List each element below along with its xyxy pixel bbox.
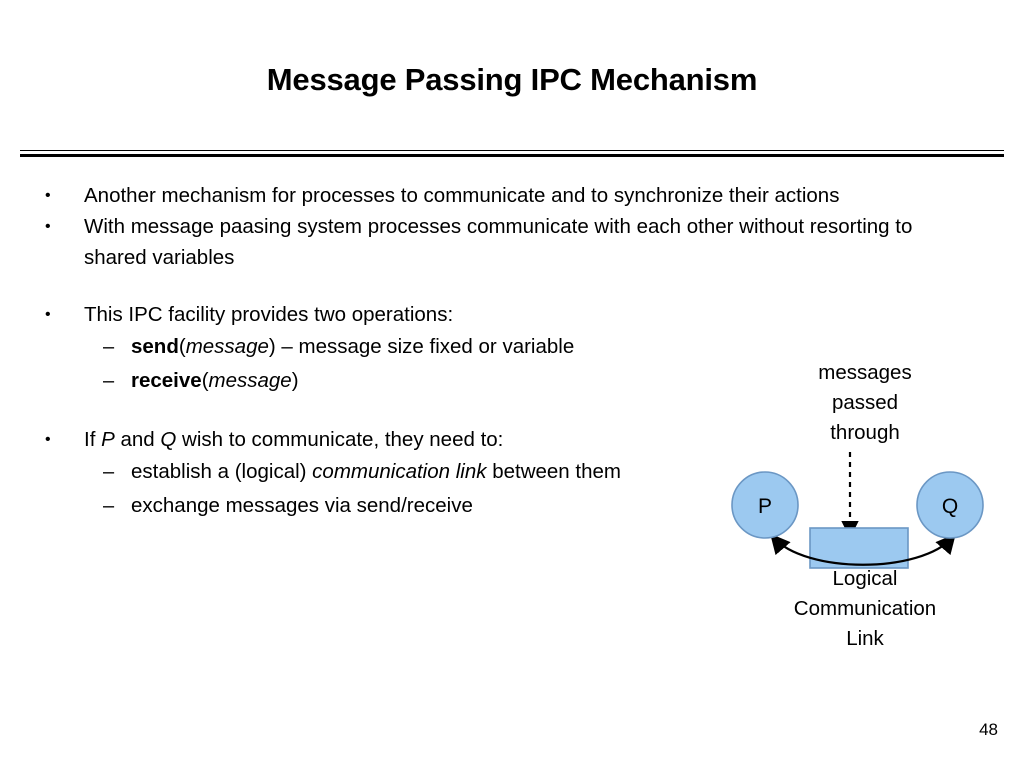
sub-bullet-text: receive(message) <box>131 369 299 392</box>
wish-phrase: wish to communicate, they need to: <box>176 428 504 451</box>
if-word: If <box>84 428 102 451</box>
receive-param: message <box>208 369 292 392</box>
bullet-item-2: • With message paasing system processes … <box>0 211 960 273</box>
ipc-diagram-graphics: P Q <box>731 452 984 569</box>
sub-bullet-exchange: – exchange messages via send/receive <box>0 489 960 523</box>
establish-lead: establish a (logical) <box>131 460 313 483</box>
bullet-marker: • <box>45 306 51 323</box>
bullet-item-4: • If P and Q wish to communicate, they n… <box>0 424 960 455</box>
divider-rule-thin <box>20 150 1004 151</box>
process-q: Q <box>160 428 177 451</box>
process-p: P <box>101 428 115 451</box>
sub-bullet-marker: – <box>103 495 115 517</box>
send-keyword: send <box>131 335 179 358</box>
process-p-node <box>731 471 799 539</box>
sub-bullet-text: send(message) – message size fixed or va… <box>131 335 575 358</box>
communication-link-term: communication link <box>312 460 487 483</box>
page-title: Message Passing IPC Mechanism <box>266 62 758 97</box>
messages-passed-through-label: messages passed through <box>818 361 912 444</box>
slide-body: • Another mechanism for processes to com… <box>0 180 960 523</box>
bullet-item-1: • Another mechanism for processes to com… <box>0 180 960 211</box>
sub-bullet-text: exchange messages via send/receive <box>131 494 473 517</box>
page-number: 48 <box>979 720 998 739</box>
bullet-text: With message paasing system processes co… <box>84 215 913 269</box>
sub-bullet-send: – send(message) – message size fixed or … <box>0 330 960 364</box>
and-word: and <box>114 428 161 451</box>
send-param: message <box>185 335 269 358</box>
receive-keyword: receive <box>131 369 202 392</box>
sub-bullet-establish: – establish a (logical) communication li… <box>0 455 960 489</box>
bullet-marker: • <box>45 218 51 235</box>
logical-communication-link-label: Logical Communication Link <box>793 567 937 650</box>
bullet-marker: • <box>45 431 51 448</box>
process-p-label: P <box>758 495 772 518</box>
bullet-text: If P and Q wish to communicate, they nee… <box>84 424 946 455</box>
sub-bullet-marker: – <box>103 461 115 483</box>
process-q-node <box>916 471 984 539</box>
sub-bullet-marker: – <box>103 336 115 358</box>
sub-bullet-text: establish a (logical) communication link… <box>131 455 691 489</box>
bullet-item-3: • This IPC facility provides two operati… <box>0 299 960 330</box>
establish-rest: between them <box>486 460 621 483</box>
sub-bullet-marker: – <box>103 370 115 392</box>
divider-rule-thick <box>20 154 1004 157</box>
send-description: – message size fixed or variable <box>275 335 575 358</box>
ipc-diagram: messages passed through P Q Logical Comm… <box>715 352 1015 662</box>
process-q-label: Q <box>942 495 958 518</box>
sub-bullet-receive: – receive(message) <box>0 364 960 398</box>
bullet-text: This IPC facility provides two operation… <box>84 303 454 326</box>
body-spacer <box>0 273 960 299</box>
bidirectional-link-arrow <box>770 533 956 566</box>
title-divider <box>20 150 1004 158</box>
bullet-text: Another mechanism for processes to commu… <box>84 184 840 207</box>
bullet-marker: • <box>45 187 51 204</box>
